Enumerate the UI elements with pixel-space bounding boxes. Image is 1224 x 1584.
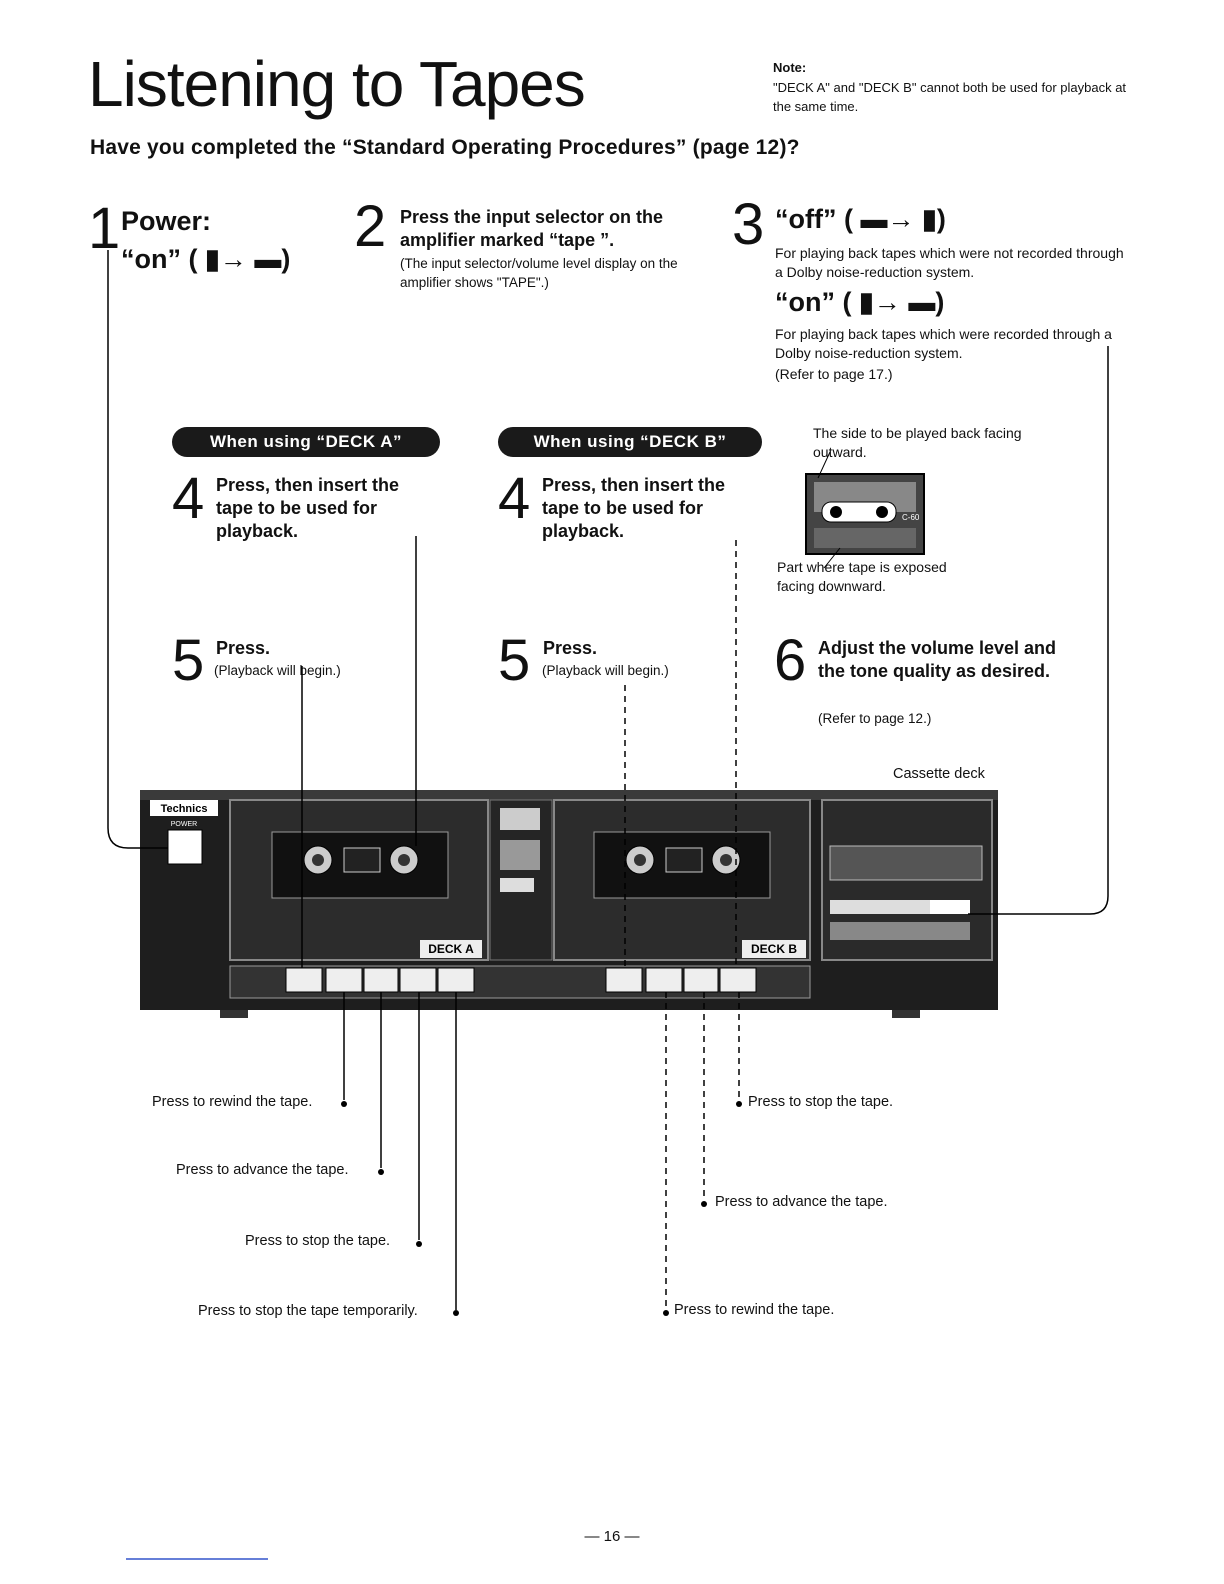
- step-1-sub: “on” ( ▮→ ▬): [121, 244, 291, 274]
- step-3-off-title: “off” ( ▬→ ▮): [775, 204, 946, 234]
- cassette-bottom-caption: Part where tape is exposed facing downwa…: [777, 559, 947, 594]
- deck-a-step-4-text: Press, then insert the tape to be used f…: [216, 475, 400, 541]
- step-1-title: Power:: [121, 206, 212, 236]
- callout-pause-a: Press to stop the tape temporarily.: [198, 1303, 418, 1319]
- deck-b-label: DECK B: [751, 942, 797, 956]
- deck-a-step-5-number: 5: [172, 628, 205, 693]
- deck-b-step-5-title: Press.: [543, 638, 598, 658]
- callout-rewind-b: Press to rewind the tape.: [674, 1302, 835, 1318]
- page-number: — 16 —: [584, 1528, 640, 1545]
- step-2-title: Press the input selector on the amplifie…: [400, 207, 664, 250]
- deck-a-step-5-title: Press.: [216, 638, 271, 658]
- step-1-number: 1: [88, 196, 121, 261]
- callout-stop-b: Press to stop the tape.: [748, 1094, 894, 1110]
- deck-b-step-4-text: Press, then insert the tape to be used f…: [542, 475, 726, 541]
- deck-a-banner: When using “DECK A”: [172, 427, 440, 457]
- deck-a-step-5-detail: (Playback will begin.): [214, 663, 341, 678]
- step-3-on-text: For playing back tapes which were record…: [775, 326, 1112, 361]
- callout-stop-a: Press to stop the tape.: [245, 1233, 391, 1249]
- deck-b-banner: When using “DECK B”: [498, 427, 762, 457]
- deck-a-label: DECK A: [428, 942, 474, 956]
- note-text: "DECK A" and "DECK B" cannot both be use…: [773, 80, 1127, 114]
- deck-b-step-5-number: 5: [498, 628, 531, 693]
- brand-logo: Technics: [161, 803, 208, 815]
- step-3-on-title: “on” ( ▮→ ▬): [775, 287, 945, 317]
- step-3-off-text: For playing back tapes which were not re…: [775, 245, 1124, 280]
- deck-a-step-4-number: 4: [172, 466, 205, 531]
- deck-b-step-4-number: 4: [498, 466, 531, 531]
- page-title: Listening to Tapes: [88, 48, 586, 120]
- callout-advance-a: Press to advance the tape.: [176, 1162, 349, 1178]
- cassette-label: C-60: [902, 513, 920, 522]
- callout-rewind-a: Press to rewind the tape.: [152, 1094, 313, 1110]
- cassette-top-caption: The side to be played back facing outwar…: [813, 425, 1022, 460]
- subtitle: Have you completed the “Standard Operati…: [90, 136, 800, 159]
- step-6-number: 6: [774, 628, 807, 693]
- cassette-icon: C-60: [805, 451, 925, 569]
- step-6-title: Adjust the volume level and the tone qua…: [818, 638, 1057, 681]
- power-label: POWER: [171, 821, 197, 828]
- step-2-number: 2: [354, 194, 387, 259]
- deck-b-step-5-detail: (Playback will begin.): [542, 663, 669, 678]
- callout-advance-b: Press to advance the tape.: [715, 1194, 888, 1210]
- step-3-number: 3: [732, 192, 765, 257]
- step-3-on-ref: (Refer to page 17.): [775, 366, 893, 382]
- device-caption: Cassette deck: [893, 766, 985, 782]
- note-heading: Note:: [773, 60, 807, 75]
- step-2-detail: (The input selector/volume level display…: [400, 256, 678, 290]
- step-6-ref: (Refer to page 12.): [818, 711, 932, 726]
- cassette-deck-device: Technics POWER DECK A DECK B: [140, 790, 998, 1018]
